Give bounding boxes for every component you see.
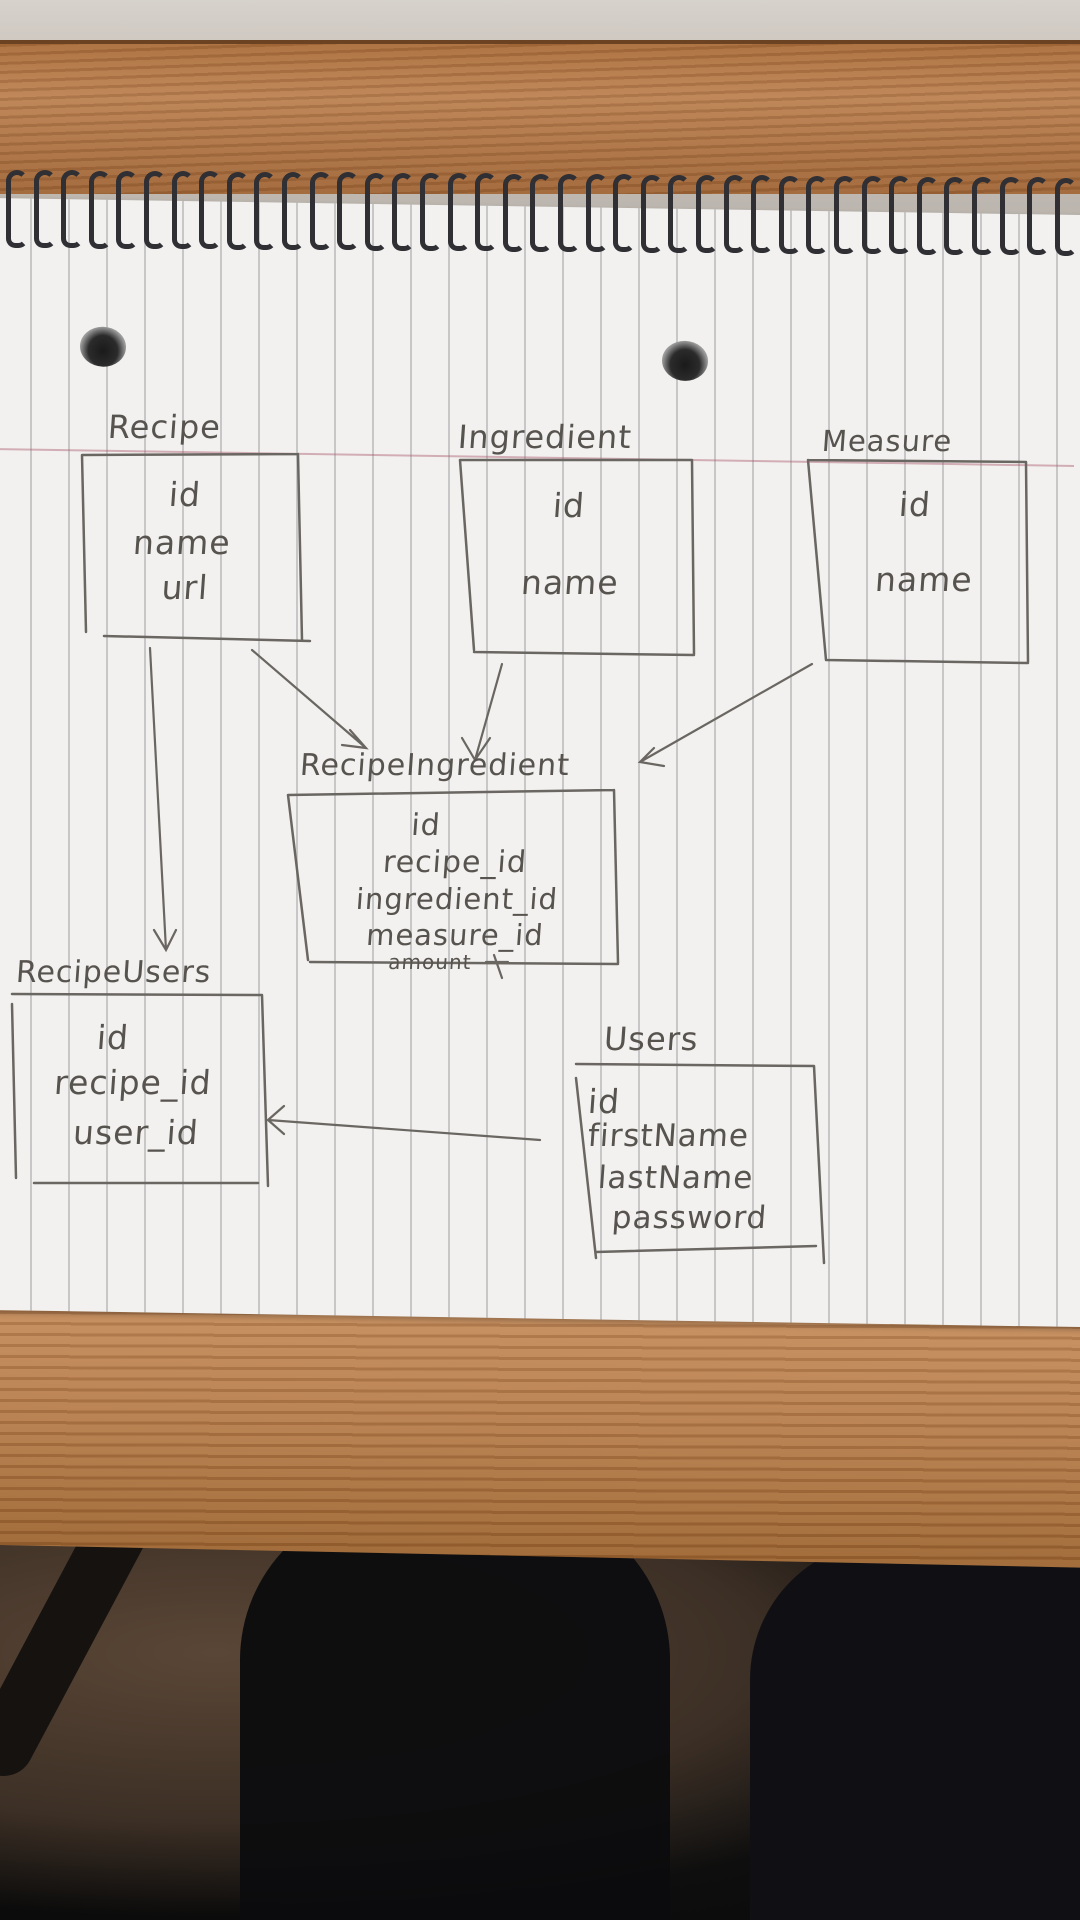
field-recipe-users-recipe-id: recipe_id [52,1063,214,1102]
field-users-id: id [586,1082,622,1121]
spiral-coil [696,175,718,253]
spiral-coil [613,174,636,253]
spiral-coil [282,172,304,250]
field-recipe-users-user-id: user_id [71,1113,201,1152]
field-ingredient-id: id [551,486,587,525]
spiral-coil [420,173,442,251]
spiral-coil [1054,177,1077,256]
spiral-coil [723,175,746,254]
field-recipe-ingredient-recipe-id: recipe_id [381,845,529,880]
field-recipe-id: id [167,475,203,514]
field-users-password: password [610,1200,769,1236]
field-recipe-ingredient-id: id [410,808,442,843]
field-measure-name: name [873,560,975,599]
entity-title-recipe-users: RecipeUsers [14,955,213,990]
spiral-coil [88,170,111,249]
field-recipe-ingredient-amount: amount [387,950,473,974]
spiral-coil [668,174,691,253]
spiral-coil [6,170,28,248]
field-recipe-users-id: id [95,1018,131,1057]
spiral-coil [309,172,332,251]
spiral-coil [392,172,415,251]
field-users-firstname: firstName [586,1118,751,1154]
clipboard-bottom-edge [0,1300,1080,1568]
clipboard-top-edge [0,40,1080,194]
spiral-coil [502,173,525,252]
entity-title-measure: Measure [820,424,954,458]
field-ingredient-name: name [519,563,621,602]
entity-title-users: Users [602,1020,700,1058]
spiral-binding [0,170,1080,260]
spiral-coil [778,175,801,254]
field-users-lastname: lastName [596,1160,755,1196]
spiral-coil [972,177,994,255]
punch-hole-right [662,340,708,382]
field-measure-id: id [897,485,933,524]
entity-title-recipe: Recipe [106,408,223,446]
field-recipe-name: name [131,523,233,562]
spiral-coil [806,175,829,254]
field-recipe-ingredient-ingredient-id: ingredient_id [354,882,560,916]
dark-shoe-right [750,1540,1080,1920]
spiral-coil [144,171,166,249]
entity-title-ingredient: Ingredient [456,418,634,456]
spiral-coil [558,174,580,252]
spiral-coil [447,173,470,252]
spiral-coil [916,176,939,255]
spiral-coil [585,174,608,253]
spiral-coil [530,173,553,252]
field-recipe-ingredient-measure-id: measure_id [365,918,545,952]
spiral-coil [61,170,84,249]
spiral-coil [364,172,387,251]
spiral-coil [834,176,856,254]
spiral-coil [475,173,498,252]
spiral-coil [254,171,277,250]
dark-shoe-left [240,1500,670,1920]
spiral-coil [337,172,360,251]
spiral-coil [199,171,222,250]
field-recipe-url: url [160,568,210,607]
spiral-coil [171,171,194,250]
spiral-coil [944,176,967,255]
spiral-coil [33,170,56,249]
spiral-coil [751,175,774,254]
spiral-coil [226,171,249,250]
spiral-coil [999,177,1022,256]
punch-hole-left [80,326,126,368]
spiral-coil [116,170,139,249]
spiral-coil [889,176,912,255]
spiral-coil [1027,177,1050,256]
spiral-coil [640,174,663,253]
spiral-coil [861,176,884,255]
entity-title-recipe-ingredient: RecipeIngredient [298,748,572,783]
